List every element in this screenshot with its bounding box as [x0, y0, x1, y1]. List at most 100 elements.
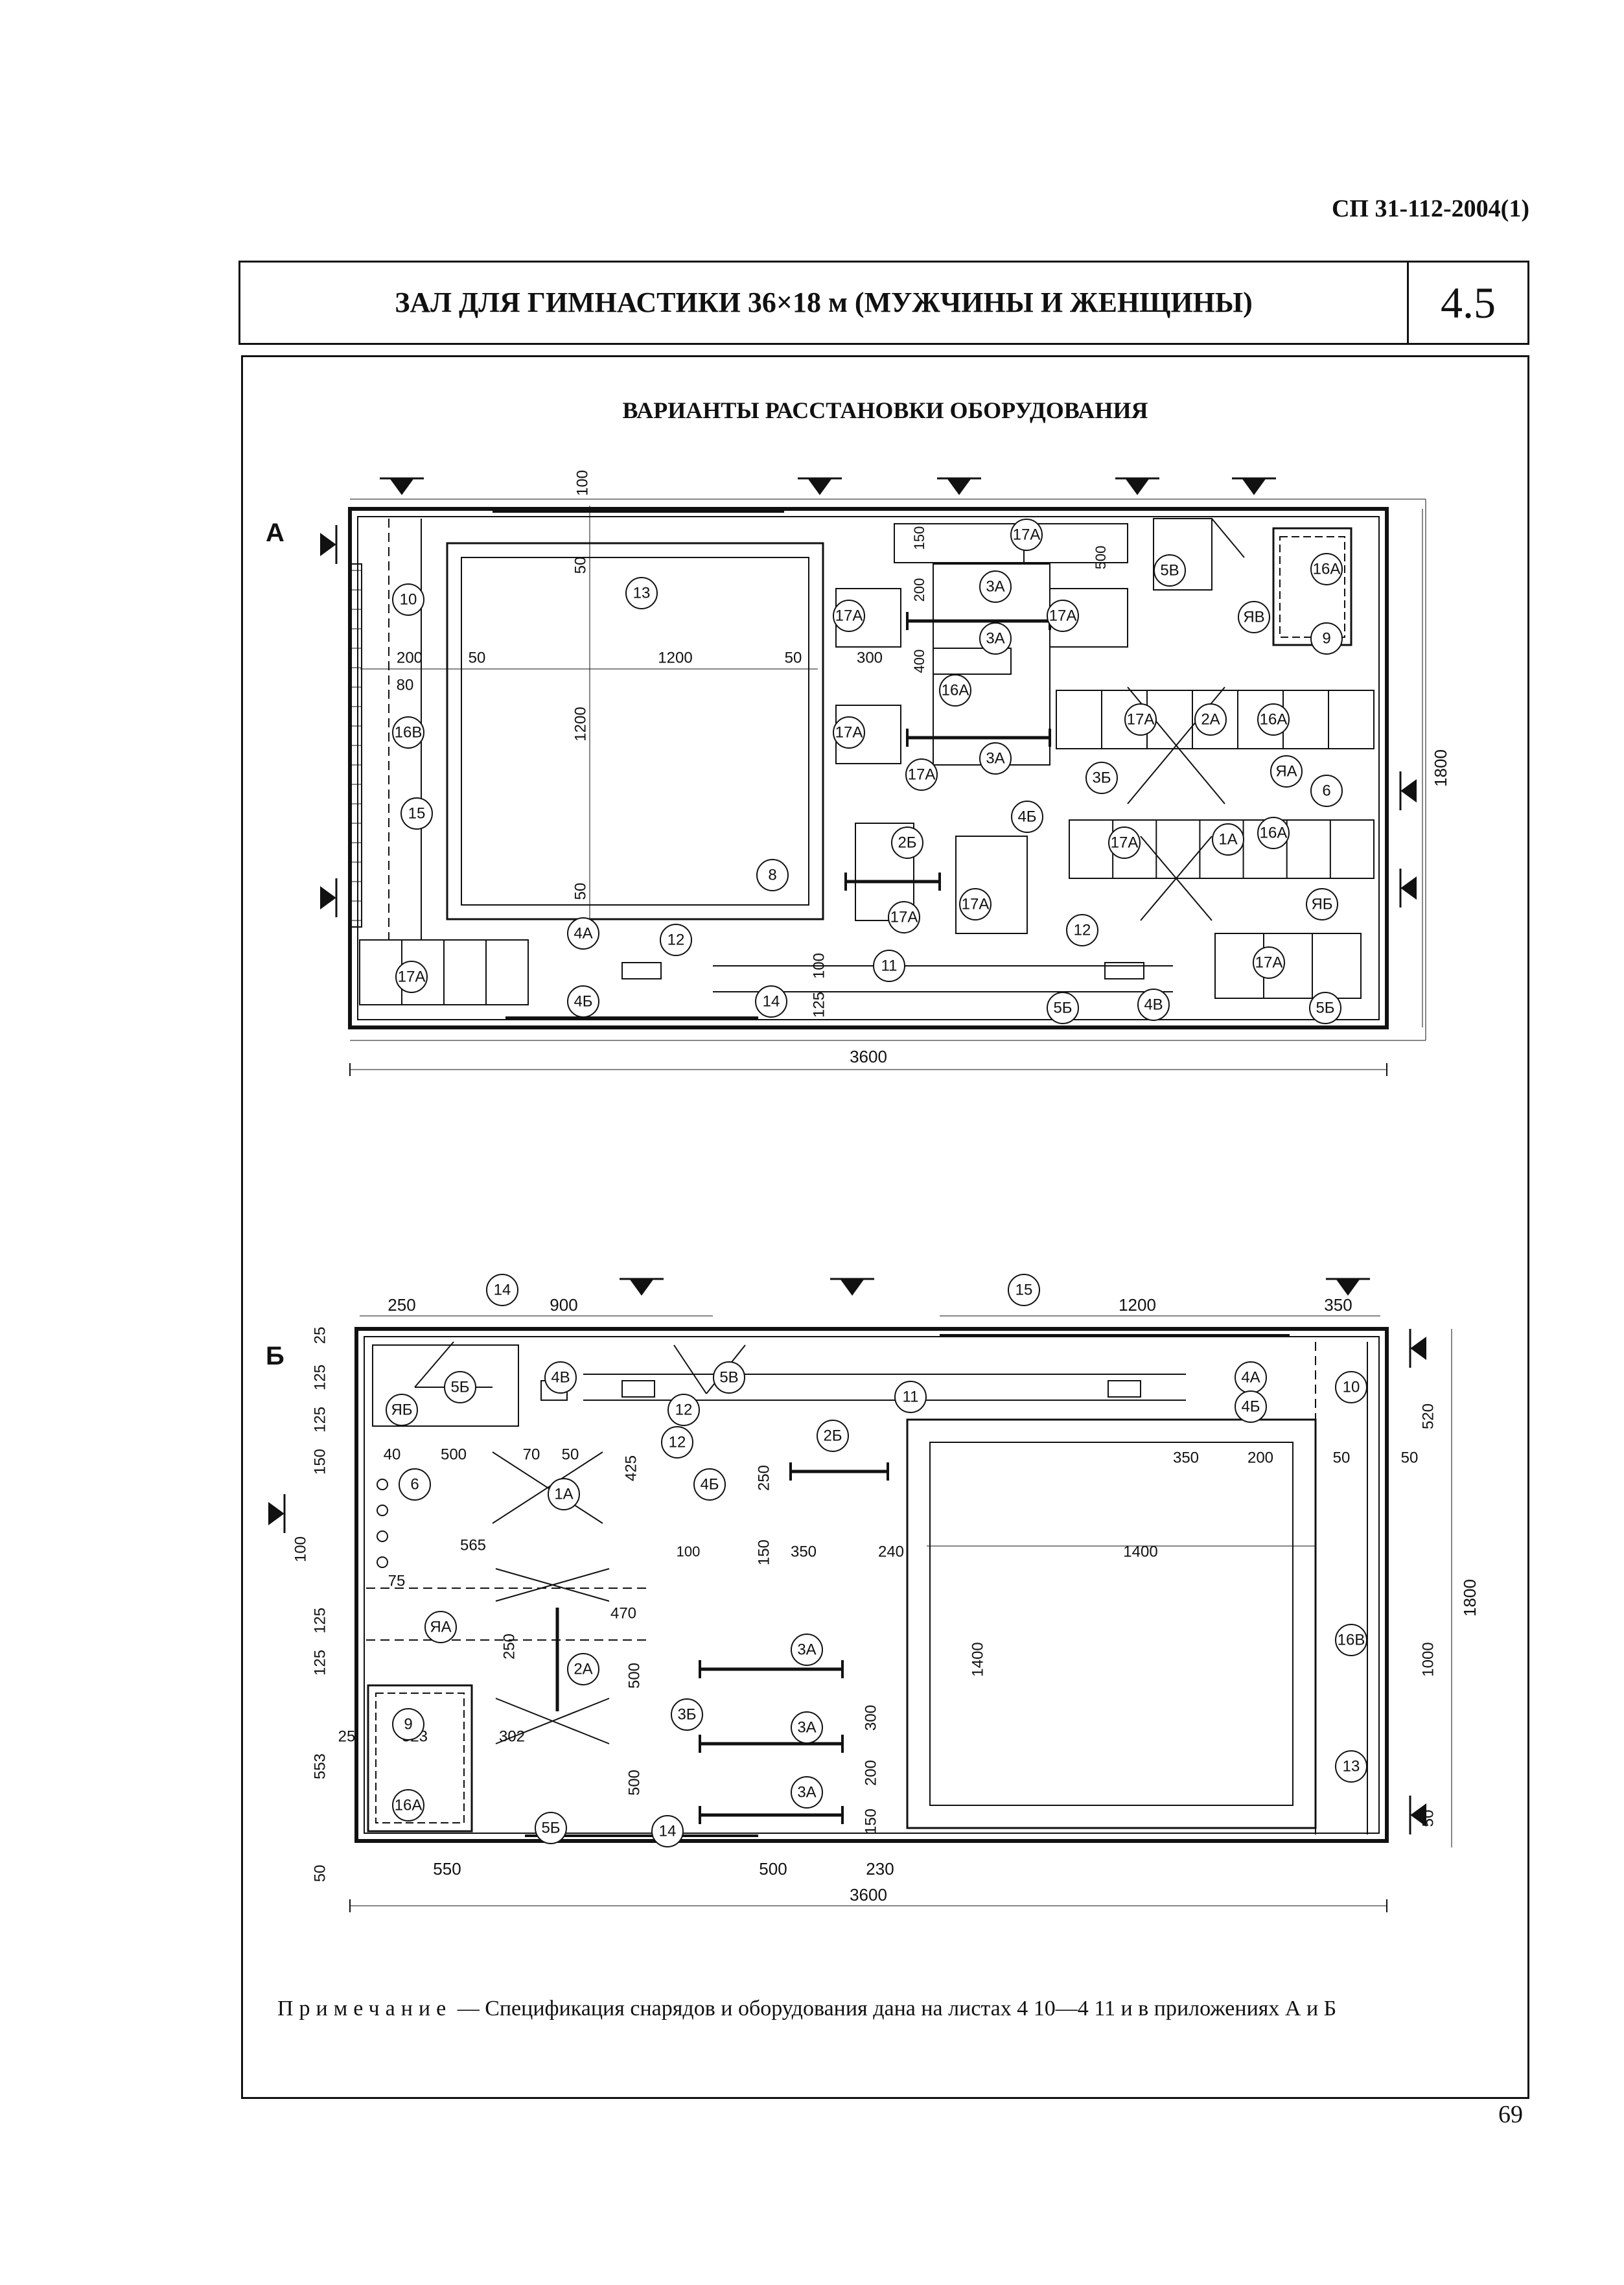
dimension-label: 100 — [810, 953, 828, 979]
dimension-label: 500 — [625, 1663, 643, 1689]
marker-circle — [1257, 703, 1290, 736]
overall-width-label: 3600 — [850, 1047, 887, 1066]
marker-circle — [1257, 817, 1290, 849]
marker-circle — [535, 1812, 567, 1844]
equipment-marker: 16А — [1257, 703, 1290, 736]
equipment-marker: 15 — [400, 797, 433, 830]
marker-label: 17А — [398, 968, 426, 985]
dimension-label: 350 — [791, 1543, 817, 1560]
marker-circle — [1047, 600, 1079, 632]
marker-label: 16А — [1260, 710, 1288, 728]
title-divider — [1407, 263, 1409, 343]
marker-label: 17А — [1049, 607, 1077, 624]
post-6 — [377, 1479, 388, 1490]
equipment-marker: ЯВ — [1238, 601, 1270, 633]
marker-label: ЯА — [430, 1618, 451, 1635]
dimension-label: 300 — [862, 1705, 879, 1731]
dimension-label: 1200 — [1119, 1295, 1156, 1315]
equipment-marker: 16В — [392, 716, 424, 749]
plan-line — [492, 1451, 603, 1524]
equipment-marker: 9 — [392, 1708, 424, 1740]
marker-label: 10 — [400, 591, 417, 608]
marker-circle — [1010, 519, 1043, 551]
pommel-horse-inner — [375, 1693, 465, 1823]
marker-circle — [1212, 823, 1244, 856]
entrance-arrow — [1400, 876, 1417, 900]
equipment-outline — [372, 1344, 519, 1427]
marker-circle — [567, 917, 599, 950]
marker-label: 16А — [942, 681, 969, 699]
marker-circle — [905, 758, 938, 791]
marker-label: ЯВ — [1243, 608, 1264, 626]
dimension-label: 200 — [1247, 1449, 1273, 1466]
marker-label: 17А — [908, 766, 936, 783]
entrance-arrow — [841, 1280, 864, 1296]
dimension-label: 70 — [523, 1446, 540, 1463]
equipment-marker: 17А — [1124, 703, 1157, 736]
hall-inner-outline — [364, 1336, 1380, 1834]
marker-label: 17А — [890, 908, 918, 926]
dimension-label: 50 — [469, 649, 486, 666]
equipment-marker: ЯА — [1270, 755, 1303, 788]
equipment-marker: 4А — [1235, 1361, 1267, 1394]
marker-label: 2А — [574, 1660, 592, 1678]
marker-label: 16А — [395, 1796, 423, 1814]
equipment-marker: 8 — [756, 859, 789, 891]
marker-circle — [1335, 1371, 1367, 1403]
marker-label: 17А — [962, 895, 990, 913]
mat-outline — [1069, 819, 1375, 879]
pommel-horse-inner — [1279, 536, 1345, 638]
dimension-label: 125 — [810, 992, 828, 1018]
plan-line — [1140, 836, 1212, 921]
marker-circle — [833, 600, 865, 632]
marker-circle — [671, 1698, 703, 1731]
dimension-label: 100 — [677, 1543, 701, 1560]
marker-label: 4Б — [574, 992, 592, 1010]
equipment-marker: 17А — [888, 901, 920, 933]
entrance-arrow — [320, 886, 336, 909]
marker-circle — [1238, 601, 1270, 633]
entrance-arrow — [947, 479, 971, 495]
equipment-outline — [933, 648, 1012, 675]
marker-circle — [444, 1371, 476, 1403]
dimension-label: 75 — [388, 1572, 406, 1589]
variant-b-label: Б — [266, 1342, 284, 1370]
dimension-label: 125 — [311, 1650, 329, 1676]
marker-circle — [817, 1420, 849, 1452]
dimension-label: 50 — [311, 1865, 329, 1882]
marker-circle — [1137, 989, 1170, 1021]
equipment-marker: 3А — [979, 742, 1012, 775]
marker-label: 14 — [659, 1822, 677, 1840]
entrance-arrow — [320, 533, 336, 556]
equipment-marker: 1А — [548, 1478, 580, 1510]
entrance-arrow — [390, 479, 413, 495]
document-code: СП 31-112-2004(1) — [1331, 195, 1529, 222]
dimension-label: 500 — [1093, 546, 1109, 570]
equipment-marker: 5В — [713, 1361, 745, 1394]
equipment-marker: 10 — [1335, 1371, 1367, 1403]
marker-label: 15 — [408, 804, 426, 822]
dimension-label: 150 — [755, 1540, 772, 1565]
dimension-label: 470 — [610, 1604, 636, 1622]
sheet-number: 4.5 — [1441, 278, 1496, 327]
marker-label: 17А — [1111, 834, 1139, 851]
equipment-outline — [621, 962, 662, 979]
dimension-label: 150 — [311, 1449, 329, 1475]
pommel-horse-area — [367, 1684, 473, 1833]
marker-circle — [755, 985, 787, 1018]
plan-line — [495, 1568, 610, 1602]
marker-label: 12 — [667, 931, 685, 948]
equipment-marker: 5В — [1154, 554, 1186, 587]
variant-a-label: А — [266, 519, 284, 547]
dimension-label: 230 — [866, 1859, 894, 1879]
equipment-outline — [955, 836, 1028, 934]
note: Примечание — Спецификация снарядов и обо… — [277, 1997, 1509, 2021]
entrance-arrow — [1410, 1337, 1426, 1360]
dimension-label: 302 — [499, 1728, 525, 1745]
marker-label: 4А — [1241, 1368, 1260, 1386]
marker-label: 3А — [986, 749, 1004, 767]
equipment-marker: 16А — [392, 1789, 424, 1822]
marker-circle — [1310, 553, 1343, 585]
